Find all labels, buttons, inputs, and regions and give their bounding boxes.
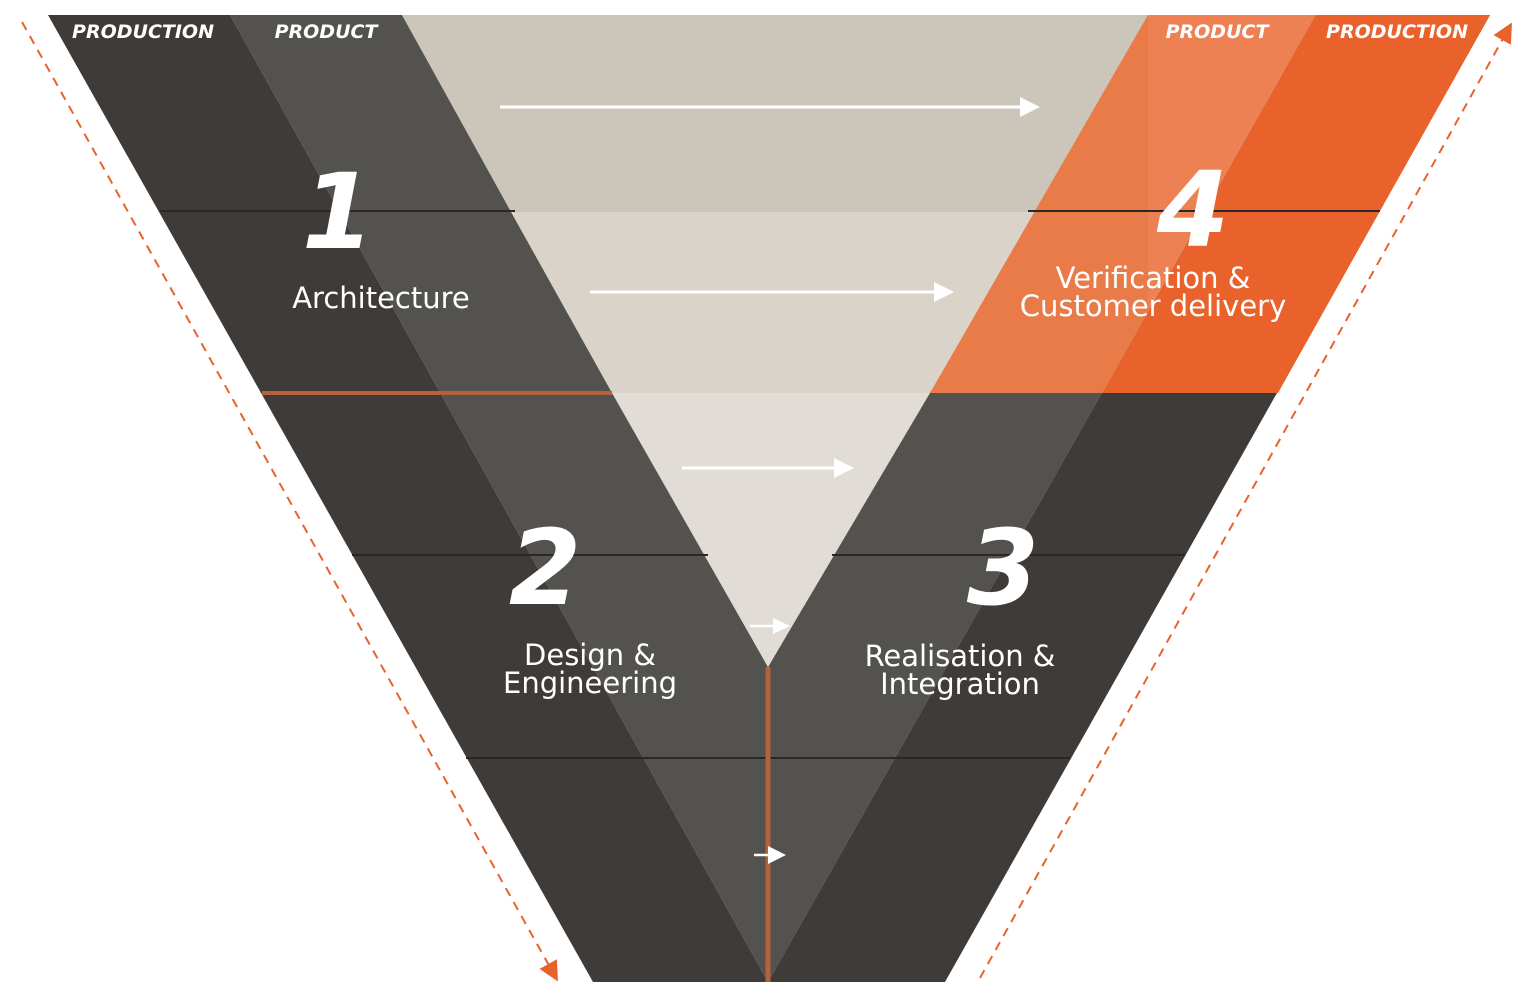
dashed-arrow-left [21,21,558,982]
left-production-band [48,15,768,982]
phase-3-label-line2: Integration [880,667,1040,701]
center-band-top [402,15,1148,212]
center-band-mid [511,212,1039,393]
phase-1-label: Architecture [292,281,470,315]
left-product-band [230,15,768,982]
orange-pale-strip [1148,15,1316,312]
arrow-bottom [754,846,786,864]
header-left-production: PRODUCTION [72,21,214,43]
phase-4-label-line1: Verification & [1056,261,1251,295]
arrow-small [750,618,790,634]
phase-4-number: 4 [1156,149,1229,271]
phase-4-label-line2: Customer delivery [1020,289,1287,323]
phase-1-number: 1 [302,151,374,273]
phase-2-number: 2 [509,507,581,629]
arrow-upper-mid [590,282,954,302]
header-right-product: PRODUCT [1166,21,1271,43]
orange-production-section [1103,15,1490,393]
dashed-arrow-right [979,22,1512,979]
phase-3-label-line1: Realisation & [865,639,1056,673]
arrow-top [500,97,1040,117]
header-left-product: PRODUCT [275,21,380,43]
header-right-production: PRODUCTION [1326,21,1468,43]
center-band-low [612,393,930,667]
phase-2-label-line2: Engineering [503,666,677,700]
arrow-lower-mid [682,458,854,478]
phase-2-label-line1: Design & [524,638,656,672]
phase-3-number: 3 [967,507,1039,629]
